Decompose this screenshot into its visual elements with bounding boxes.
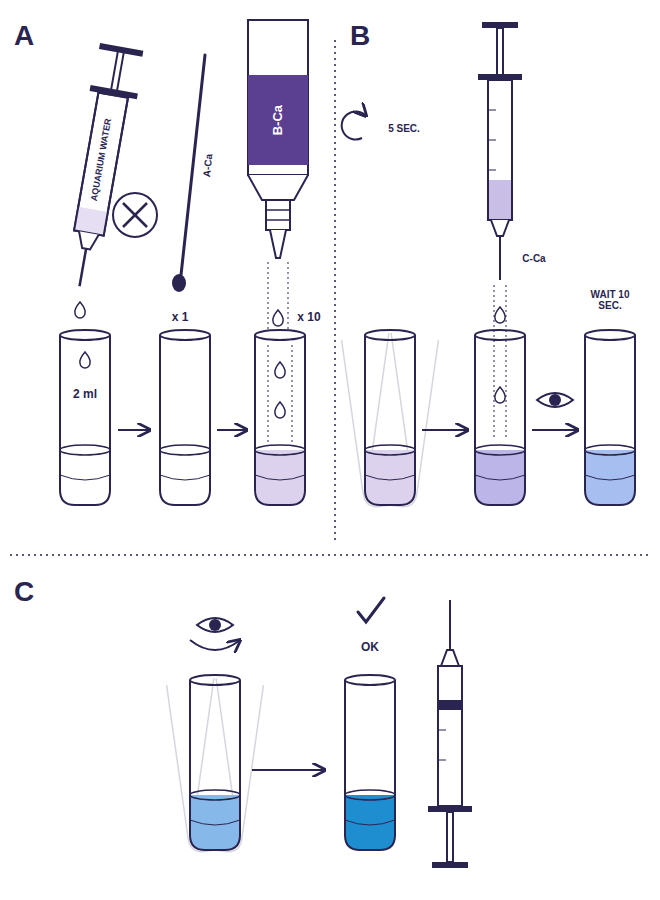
- shake-arrow: [190, 640, 240, 650]
- test-tube: [167, 675, 264, 853]
- volume-label: 2 ml: [73, 388, 97, 401]
- measuring-spoon: [172, 55, 205, 292]
- panel-letter: C: [14, 577, 34, 608]
- eye-icon: [537, 393, 573, 407]
- reagent-name: A-Ca: [201, 153, 214, 177]
- drop-icon: [273, 310, 283, 326]
- panel-divider: [334, 40, 336, 540]
- reagent-syringe: [478, 22, 522, 280]
- test-tube: [342, 330, 439, 508]
- panel-divider: [10, 554, 650, 556]
- count-label: x 1: [172, 311, 189, 324]
- step-arrow: [532, 429, 578, 431]
- test-tube: [475, 307, 525, 505]
- empty-syringe: [428, 600, 472, 868]
- test-tube: [255, 330, 305, 505]
- time-label: 5 SEC.: [388, 123, 420, 134]
- count-label: x 10: [297, 311, 320, 324]
- reagent-bottle: [248, 20, 308, 258]
- bottle-label: B-Ca: [271, 105, 285, 135]
- test-tube: [60, 330, 110, 505]
- test-tube: [585, 330, 635, 505]
- syringe-label: AQUARIUM WATER: [90, 118, 114, 202]
- check-mark: [358, 598, 384, 622]
- step-arrow: [217, 429, 247, 431]
- drop-icon: [75, 302, 85, 318]
- panel-letter: A: [14, 21, 34, 52]
- water-syringe: [56, 43, 145, 291]
- no-chlorine-badge: [113, 193, 157, 237]
- time-label: WAIT 10 SEC.: [588, 289, 632, 311]
- test-tube: [160, 330, 210, 505]
- eye-icon: [197, 618, 233, 632]
- ok-label: OK: [361, 641, 379, 654]
- step-arrow: [252, 769, 325, 771]
- panel-letter: B: [350, 21, 370, 52]
- test-tube: [345, 675, 395, 850]
- reagent-name: C-Ca: [522, 253, 545, 264]
- shake-arrow: [342, 111, 366, 139]
- step-arrow: [118, 429, 150, 431]
- step-arrow: [422, 429, 468, 431]
